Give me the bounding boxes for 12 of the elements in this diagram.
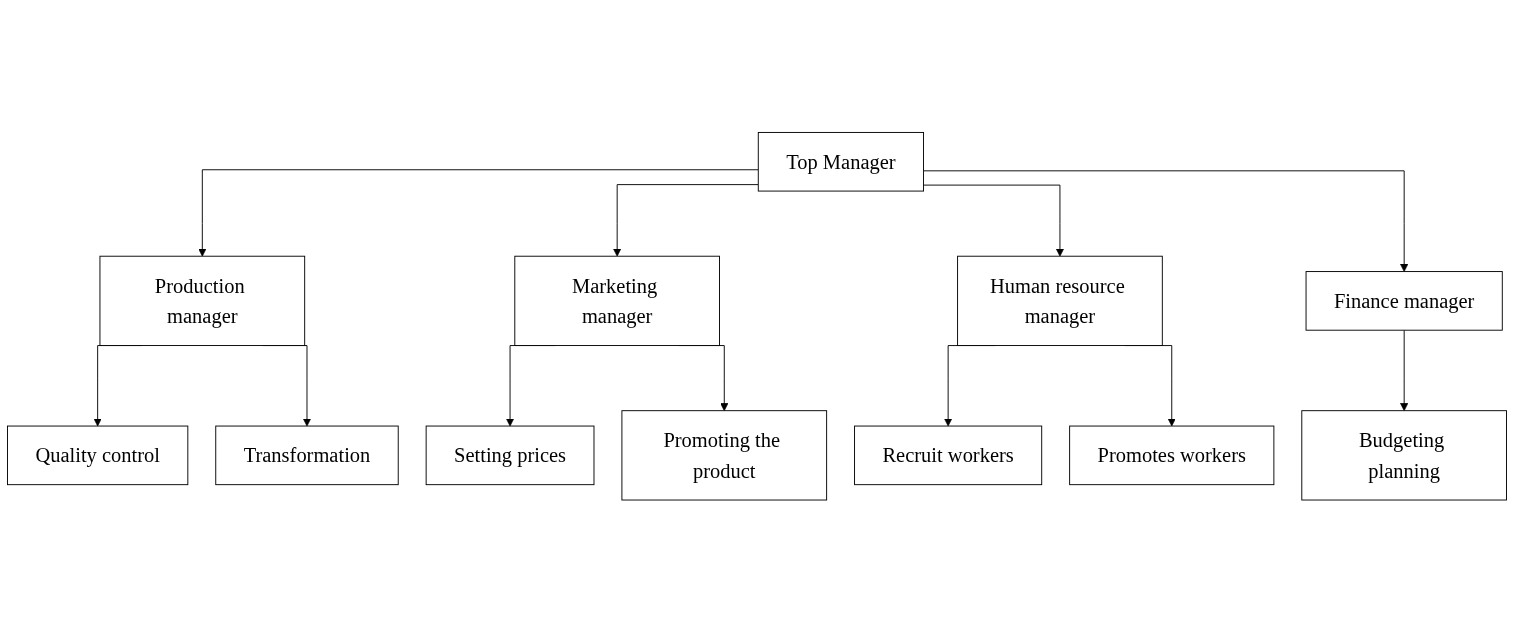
- node-box: Setting prices: [425, 425, 595, 485]
- node-box: Human resource manager: [957, 255, 1163, 346]
- node-box: Transformation: [215, 425, 399, 485]
- node-box: Top Manager: [757, 131, 924, 192]
- node-box: Budgeting planning: [1301, 410, 1507, 501]
- node-box: Recruit workers: [854, 425, 1043, 485]
- node-box: Promotes workers: [1069, 425, 1275, 485]
- node-box: Production manager: [99, 255, 306, 346]
- node-box: Marketing manager: [514, 255, 720, 346]
- node-box: Promoting the product: [621, 410, 828, 501]
- node-box: Quality control: [7, 425, 189, 485]
- node-box: Finance manager: [1305, 270, 1503, 331]
